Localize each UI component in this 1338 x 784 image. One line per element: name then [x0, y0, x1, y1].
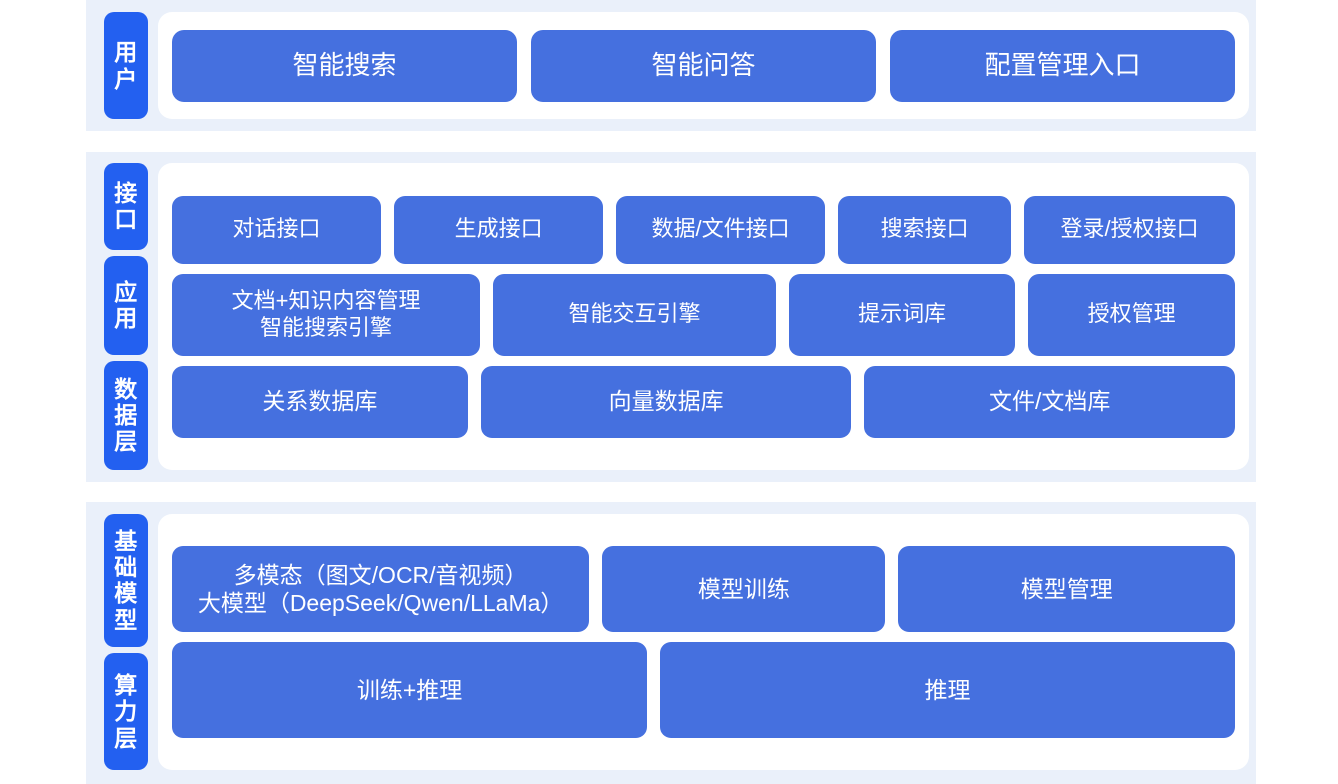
row-application: 文档+知识内容管理 智能搜索引擎 智能交互引擎 提示词库 授权管理 — [172, 273, 1235, 356]
row-interface: 对话接口 生成接口 数据/文件接口 搜索接口 登录/授权接口 — [172, 195, 1235, 264]
box-dialog-interface[interactable]: 对话接口 — [172, 195, 382, 264]
box-prompt-library[interactable]: 提示词库 — [789, 273, 1016, 356]
box-search-interface[interactable]: 搜索接口 — [838, 195, 1012, 264]
layer-tab-column-infrastructure: 基础模型 算力层 — [86, 502, 148, 784]
box-multimodal-large-model[interactable]: 多模态（图文/OCR/音视频） 大模型（DeepSeek/Qwen/LLaMa） — [172, 546, 590, 632]
box-config-management-entry[interactable]: 配置管理入口 — [890, 29, 1235, 102]
layer-tab-application[interactable]: 应用 — [104, 255, 148, 355]
box-inference[interactable]: 推理 — [660, 642, 1235, 738]
row-foundation-model: 多模态（图文/OCR/音视频） 大模型（DeepSeek/Qwen/LLaMa）… — [172, 546, 1235, 632]
layer-tab-foundation-model[interactable]: 基础模型 — [104, 514, 148, 647]
layer-tab-user[interactable]: 用户 — [104, 12, 148, 119]
row-data-store: 关系数据库 向量数据库 文件/文档库 — [172, 365, 1235, 438]
layer-tab-column-user: 用户 — [86, 0, 148, 131]
card-infrastructure-layer: 多模态（图文/OCR/音视频） 大模型（DeepSeek/Qwen/LLaMa）… — [158, 514, 1249, 770]
layer-tab-compute-power-label: 算力层 — [114, 672, 138, 751]
layer-tab-data-label: 数据层 — [114, 375, 138, 455]
box-intelligent-search[interactable]: 智能搜索 — [172, 29, 517, 102]
box-vector-database[interactable]: 向量数据库 — [480, 365, 852, 438]
box-login-auth-interface[interactable]: 登录/授权接口 — [1024, 195, 1235, 264]
card-platform-layer: 对话接口 生成接口 数据/文件接口 搜索接口 登录/授权接口 文档+知识内容管理… — [158, 163, 1249, 470]
box-intelligent-qa[interactable]: 智能问答 — [531, 29, 876, 102]
box-generation-interface[interactable]: 生成接口 — [394, 195, 604, 264]
box-data-file-interface[interactable]: 数据/文件接口 — [616, 195, 826, 264]
layer-tab-data[interactable]: 数据层 — [104, 360, 148, 470]
layer-tab-interface[interactable]: 接口 — [104, 163, 148, 250]
box-training-and-inference[interactable]: 训练+推理 — [172, 642, 648, 738]
section-infrastructure-layer: 基础模型 算力层 多模态（图文/OCR/音视频） 大模型（DeepSeek/Qw… — [86, 502, 1256, 784]
box-model-management[interactable]: 模型管理 — [898, 546, 1235, 632]
layer-tab-column-platform: 接口 应用 数据层 — [86, 152, 148, 482]
box-document-knowledge-management[interactable]: 文档+知识内容管理 智能搜索引擎 — [172, 273, 481, 356]
box-file-document-store[interactable]: 文件/文档库 — [864, 365, 1235, 438]
section-platform-layer: 接口 应用 数据层 对话接口 生成接口 数据/文件接口 搜索接口 登录/授权接口… — [86, 152, 1256, 482]
layer-tab-interface-label: 接口 — [114, 180, 138, 233]
layer-tab-application-label: 应用 — [114, 278, 138, 332]
layer-tab-user-label: 用户 — [114, 39, 138, 92]
box-authorization-management[interactable]: 授权管理 — [1028, 273, 1235, 356]
card-user-layer: 智能搜索 智能问答 配置管理入口 — [158, 12, 1249, 119]
box-intelligent-interaction-engine[interactable]: 智能交互引擎 — [493, 273, 777, 356]
row-user-entries: 智能搜索 智能问答 配置管理入口 — [172, 29, 1235, 102]
row-compute-power: 训练+推理 推理 — [172, 642, 1235, 738]
box-model-training[interactable]: 模型训练 — [602, 546, 886, 632]
layer-tab-foundation-model-label: 基础模型 — [114, 527, 138, 633]
section-user-layer: 用户 智能搜索 智能问答 配置管理入口 — [86, 0, 1256, 131]
box-relational-database[interactable]: 关系数据库 — [172, 365, 468, 438]
layer-tab-compute-power[interactable]: 算力层 — [104, 652, 148, 770]
